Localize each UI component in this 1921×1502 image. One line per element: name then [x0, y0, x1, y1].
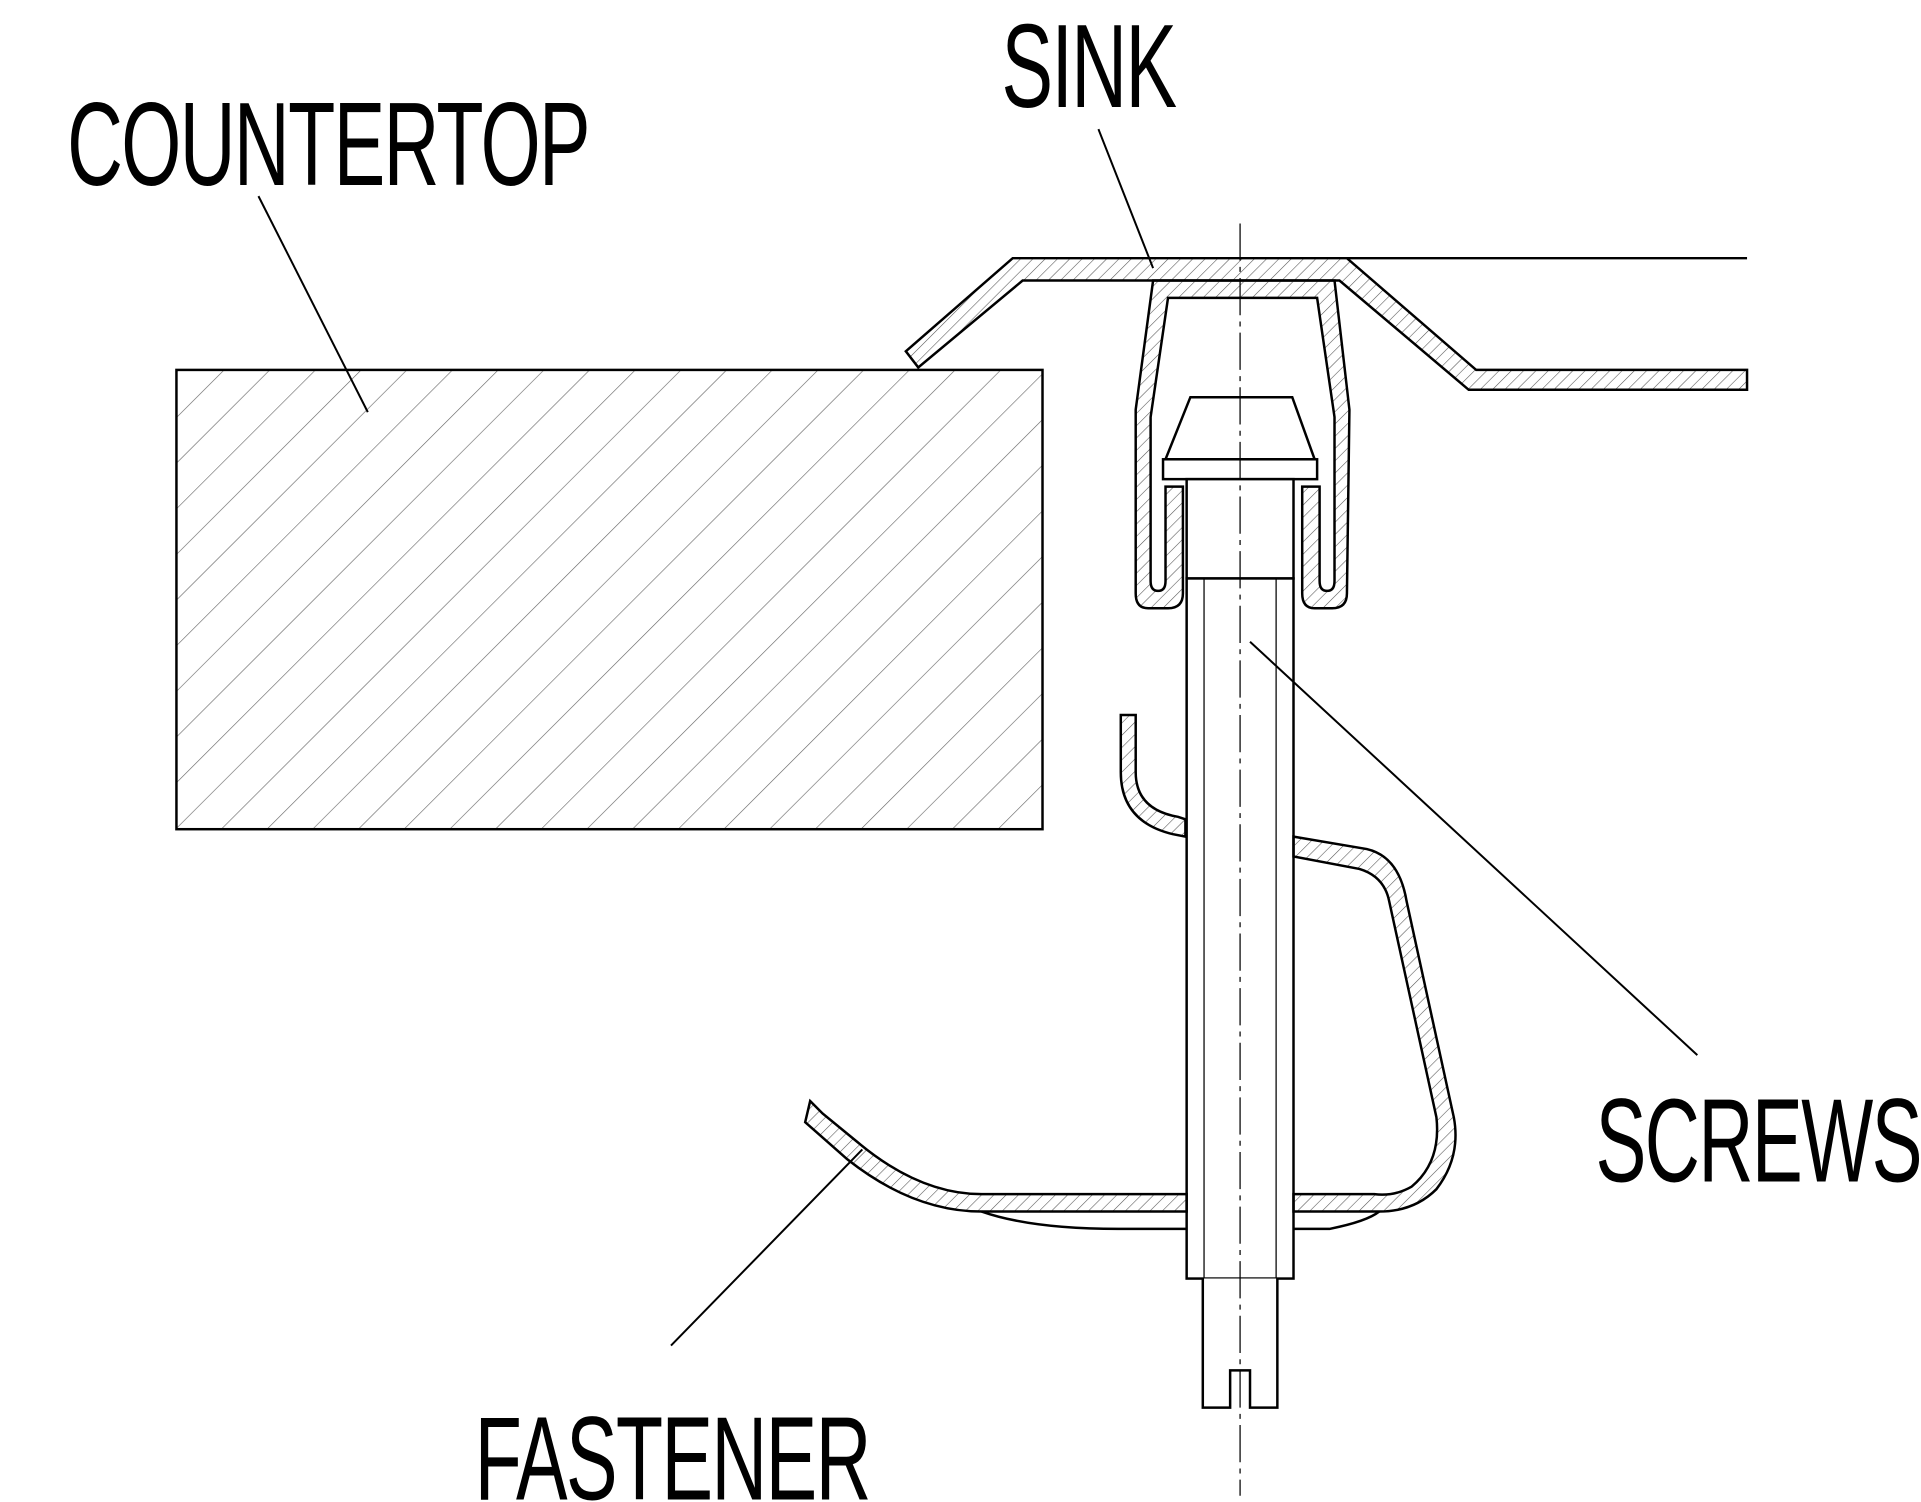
fastener-label: FASTENER: [475, 1393, 870, 1502]
screws-label: SCREWS: [1595, 1075, 1921, 1208]
sink-leader: [1097, 128, 1155, 269]
fastener-leader: [670, 1148, 864, 1347]
countertop-leader: [257, 195, 369, 413]
screws-leader: [1249, 641, 1699, 1056]
countertop-label: COUNTERTOP: [67, 78, 589, 211]
fastener-clip: [803, 713, 1457, 1231]
leader-lines: [257, 128, 1699, 1347]
countertop-slab: [175, 368, 1044, 831]
sink-clip-channel: [1134, 279, 1351, 610]
sink-label: SINK: [1002, 0, 1177, 133]
sink-rim: [904, 256, 1749, 392]
